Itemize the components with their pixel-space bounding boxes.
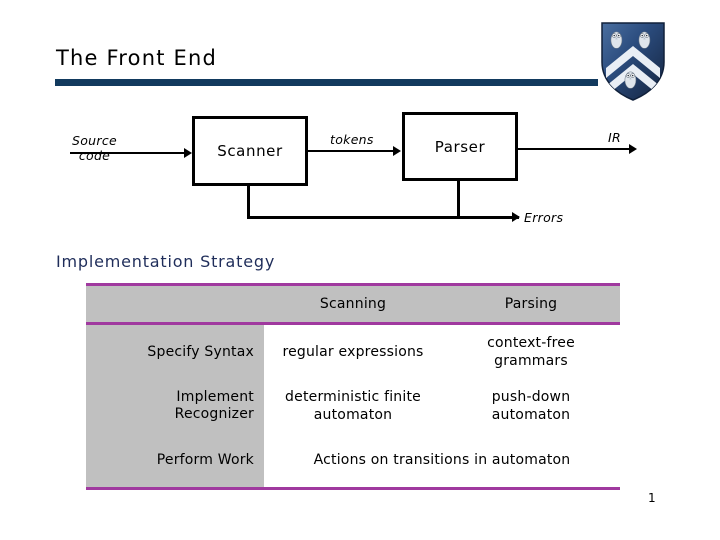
diagram-label-errors: Errors — [524, 210, 564, 225]
arrow-source-to-scanner-head — [184, 148, 192, 158]
rule-segment — [442, 322, 620, 325]
error-bus-line — [247, 216, 519, 219]
diagram-label-ir: IR — [608, 130, 621, 145]
table-header-scanning: Scanning — [264, 286, 442, 322]
table-header-parsing: Parsing — [442, 286, 620, 322]
title-underline-rule — [55, 79, 598, 86]
page-title: The Front End — [56, 46, 218, 70]
table-rule-bottom — [86, 487, 620, 490]
table-row: Implement Recognizer deterministic finit… — [86, 379, 620, 433]
table-row: Perform Work Actions on transitions in a… — [86, 433, 620, 487]
arrow-parser-to-ir-head — [629, 144, 637, 154]
label-line2: Recognizer — [174, 406, 254, 422]
arrow-scanner-to-parser-line — [308, 150, 394, 152]
row-label-specify-syntax: Specify Syntax — [86, 325, 264, 379]
table-rule-under-header — [86, 322, 620, 325]
cell-line2: automaton — [313, 407, 393, 423]
rice-university-shield-logo — [598, 20, 668, 102]
row-label-perform-work: Perform Work — [86, 433, 264, 487]
table-header-row: Scanning Parsing — [86, 286, 620, 322]
row-label-implement-recognizer: Implement Recognizer — [86, 379, 264, 433]
rule-segment — [86, 322, 264, 325]
page-number: 1 — [648, 491, 656, 505]
diagram-label-source-code: Source code — [72, 133, 117, 163]
rule-segment — [442, 283, 620, 286]
table-rule-top — [86, 283, 620, 286]
rule-segment — [442, 487, 620, 490]
diagram-box-scanner-label: Scanner — [217, 142, 283, 160]
arrow-to-errors-head — [512, 212, 520, 222]
diagram-label-tokens: tokens — [330, 132, 374, 147]
error-drop-line-parser — [457, 181, 460, 218]
cell-implement-recognizer-scanning: deterministic finite automaton — [264, 379, 442, 433]
rule-segment — [86, 283, 264, 286]
cell-specify-syntax-parsing: context-free grammars — [442, 325, 620, 379]
source-code-line1: Source — [72, 133, 118, 148]
cell-line2: automaton — [491, 407, 571, 423]
diagram-box-scanner: Scanner — [192, 116, 308, 186]
table-row: Specify Syntax regular expressions conte… — [86, 325, 620, 379]
rule-segment — [264, 322, 442, 325]
label-line1: Implement — [176, 389, 254, 405]
arrow-scanner-to-parser-head — [393, 146, 401, 156]
cell-specify-syntax-scanning: regular expressions — [282, 344, 424, 360]
cell-implement-recognizer-parsing: push-down automaton — [442, 379, 620, 433]
cell-line1: context-free — [487, 335, 575, 351]
rule-segment — [264, 283, 442, 286]
rule-segment — [86, 487, 264, 490]
diagram-box-parser: Parser — [402, 112, 518, 181]
arrow-source-to-scanner-line — [70, 152, 185, 154]
cell-perform-work-spanned: Actions on transitions in automaton — [313, 452, 571, 468]
cell-line2: grammars — [494, 353, 568, 369]
source-code-line2: code — [78, 148, 111, 163]
error-drop-line-scanner — [247, 186, 250, 218]
cell-line1: deterministic finite — [285, 389, 421, 405]
section-heading-implementation-strategy: Implementation Strategy — [56, 252, 276, 271]
cell-line1: push-down — [491, 389, 571, 405]
implementation-strategy-table: Scanning Parsing Specify Syntax regular … — [86, 283, 620, 490]
diagram-box-parser-label: Parser — [434, 137, 486, 156]
rule-segment — [264, 487, 442, 490]
arrow-parser-to-ir-line — [518, 148, 630, 150]
table-header-blank — [86, 286, 264, 322]
